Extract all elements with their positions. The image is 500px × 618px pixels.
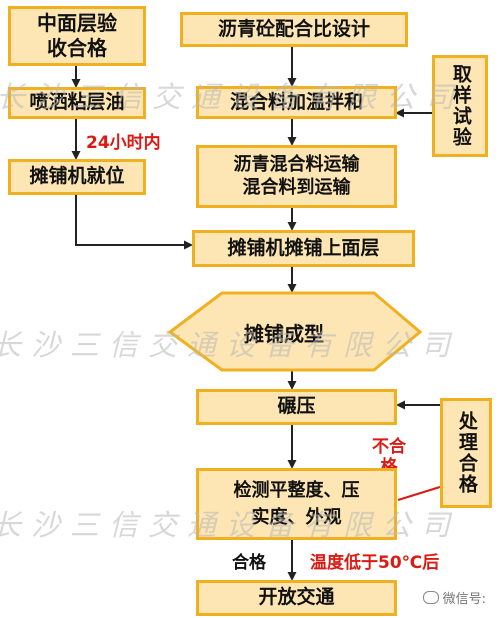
temperature-condition-label: 温度低于50℃后	[310, 553, 440, 573]
sampling-test-box: 取样试验	[432, 55, 488, 157]
mixture-transport-box: 沥青混合料运输 混合料到运输	[196, 145, 397, 208]
chat-bubble-icon	[422, 591, 439, 604]
wechat-badge: 微信号:	[418, 587, 490, 608]
spray-tack-coat-box: 喷洒粘层油	[8, 87, 146, 119]
paver-paving-upper-layer-box: 摊铺机摊铺上面层	[192, 230, 415, 267]
within-24-hours-label: 24小时内	[86, 133, 161, 153]
treatment-qualified-box: 处理合格	[440, 398, 492, 508]
paving-shape-label: 摊铺成型	[244, 322, 324, 346]
inspection-box: 检测平整度、压 实度、外观	[196, 468, 397, 540]
wechat-badge-text: 微信号:	[442, 592, 486, 607]
intermediate-layer-accepted-box: 中面层验 收合格	[8, 6, 146, 66]
rolling-compaction-box: 碾压	[196, 389, 397, 425]
mixture-heating-mixing-box: 混合料加温拌和	[196, 86, 397, 119]
paving-shape-diamond	[167, 291, 423, 372]
qualified-label: 合格	[232, 553, 266, 573]
asphalt-mix-design-box: 沥青砼配合比设计	[180, 12, 408, 47]
open-to-traffic-box: 开放交通	[196, 580, 397, 616]
arrow-paver-to-paving	[75, 195, 193, 250]
unqualified-link	[397, 485, 441, 502]
paver-in-position-box: 摊铺机就位	[8, 159, 146, 195]
